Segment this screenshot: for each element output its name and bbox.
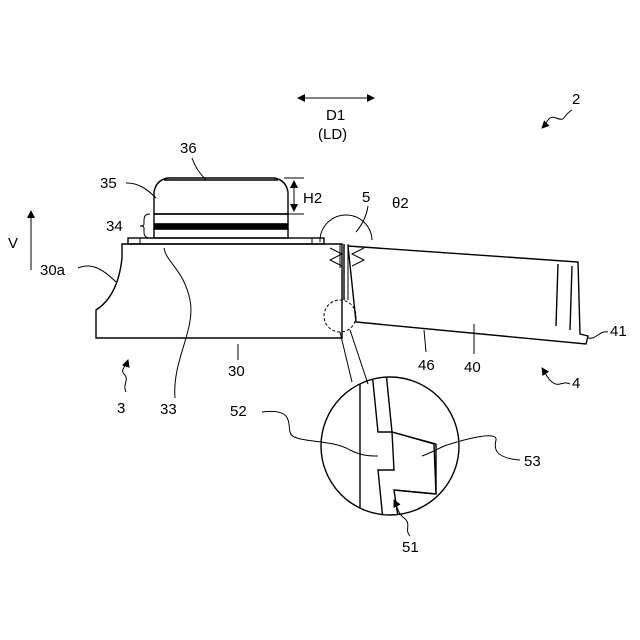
hinge-fins-5 xyxy=(330,244,364,300)
label-h2: H2 xyxy=(303,190,322,207)
h2-dimension xyxy=(284,178,304,214)
label-46: 46 xyxy=(418,357,435,374)
label-40: 40 xyxy=(464,359,481,376)
brace-34 xyxy=(140,214,150,238)
label-3: 3 xyxy=(117,400,125,417)
leader-3 xyxy=(123,360,128,392)
label-53: 53 xyxy=(524,453,541,470)
label-36: 36 xyxy=(180,140,197,157)
label-4: 4 xyxy=(572,375,580,392)
plate-33 xyxy=(128,238,324,244)
label-5: 5 xyxy=(362,189,370,206)
label-52: 52 xyxy=(230,403,247,420)
label-34: 34 xyxy=(106,218,123,235)
joint-detail xyxy=(360,372,470,530)
leader-35 xyxy=(126,183,156,198)
label-ld: (LD) xyxy=(318,126,347,143)
leader-53 xyxy=(422,436,520,460)
label-30a: 30a xyxy=(40,262,66,279)
label-d1: D1 xyxy=(326,107,345,124)
label-2: 2 xyxy=(572,91,580,108)
leader-2 xyxy=(542,110,572,128)
leader-51 xyxy=(394,500,410,536)
leader-46 xyxy=(424,330,426,352)
layer-stack-34 xyxy=(154,214,288,224)
lid-40 xyxy=(348,246,588,344)
label-41: 41 xyxy=(610,323,627,340)
label-v: V xyxy=(8,235,18,252)
label-51: 51 xyxy=(402,539,419,556)
label-theta2: θ2 xyxy=(392,195,409,212)
label-35: 35 xyxy=(100,175,117,192)
leader-30a xyxy=(78,266,116,282)
base-block-30 xyxy=(96,244,342,338)
leader-41 xyxy=(588,332,608,339)
label-33: 33 xyxy=(160,401,177,418)
leader-5 xyxy=(356,206,368,232)
leader-33 xyxy=(164,248,191,398)
detail-circle-small xyxy=(324,300,356,332)
label-30: 30 xyxy=(228,363,245,380)
leader-36 xyxy=(192,158,206,180)
cap-35 xyxy=(154,178,288,214)
leader-4 xyxy=(542,368,570,384)
